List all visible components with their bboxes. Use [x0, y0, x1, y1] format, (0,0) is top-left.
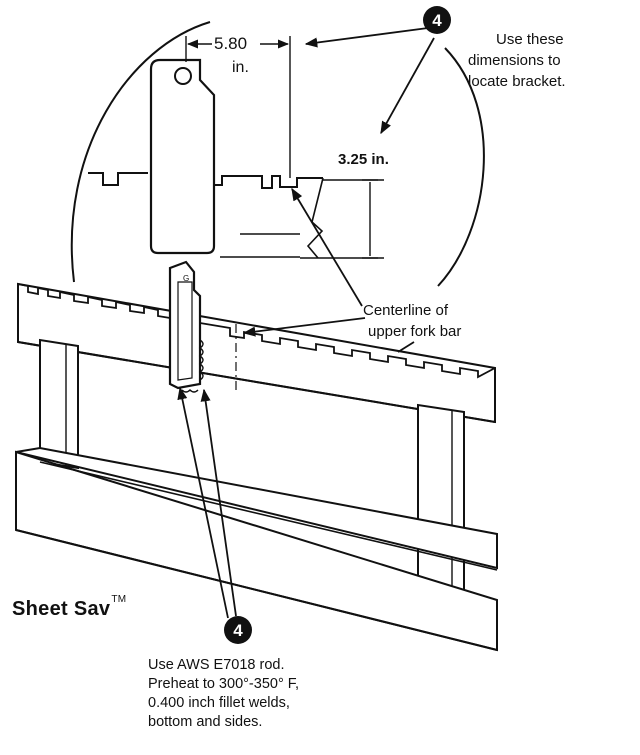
callout-bottom-leader-2 — [200, 388, 237, 617]
note-locate-line-3: locate bracket. — [468, 73, 566, 90]
welded-bracket-face — [177, 281, 193, 381]
note-welding-line-3: 0.400 inch fillet welds, — [148, 695, 290, 711]
note-centerline: Centerline of upper fork bar — [363, 300, 461, 342]
callout-bottom-leader-1 — [177, 386, 229, 619]
fork-beam-upper-bottom-edge — [17, 341, 496, 423]
callout-badge-bottom — [224, 616, 252, 644]
callout-top-leader-2 — [380, 37, 435, 135]
brand-trademark: TM — [111, 594, 127, 605]
fork-beam-lower-top — [15, 446, 498, 570]
upright-left — [39, 338, 79, 470]
detail-fork-bar-edge — [88, 172, 323, 189]
dimension-5-80-value: 5.80 — [214, 34, 248, 53]
brand-name-text: Sheet Sav — [12, 598, 111, 620]
detail-bracket-hole — [174, 67, 192, 85]
detail-fork-bar-side — [220, 177, 324, 259]
callout-top-leader-1 — [304, 27, 429, 48]
dimension-5-80-unit: in. — [232, 59, 249, 76]
brand-name: Sheet SavTM — [12, 594, 126, 621]
note-locate-line-2: dimensions to — [468, 52, 561, 69]
fork-beam-lower-bottom-edge — [15, 529, 498, 651]
callout-badge-top-number: 4 — [432, 11, 442, 30]
detail-magnifier-circle — [70, 21, 485, 287]
note-welding-line-4: bottom and sides. — [148, 714, 263, 730]
note-welding-line-1: Use AWS E7018 rod. — [148, 657, 285, 673]
note-welding-line-2: Preheat to 300°-350° F, — [148, 676, 300, 692]
note-centerline-line-1: Centerline of — [363, 302, 449, 319]
centerline-detail-leader — [291, 187, 363, 307]
note-centerline-line-2: upper fork bar — [368, 323, 462, 340]
callout-badge-top — [423, 6, 451, 34]
bracket-mark: G — [183, 274, 189, 283]
dimension-3-25: 3.25 in. — [338, 151, 389, 168]
callout-badge-bottom-number: 4 — [233, 621, 243, 640]
note-welding: Use AWS E7018 rod. Preheat to 300°-350° … — [148, 656, 299, 732]
centerline-leader — [242, 317, 366, 337]
detail-bracket-plate — [149, 58, 216, 255]
upright-right — [417, 403, 465, 592]
note-locate-bracket: Use these dimensions to locate bracket. — [468, 29, 566, 92]
centerline-underline-tick — [397, 341, 415, 353]
note-locate-line-1: Use these — [496, 31, 564, 48]
fork-beam-lower-mid-edge — [39, 461, 498, 571]
